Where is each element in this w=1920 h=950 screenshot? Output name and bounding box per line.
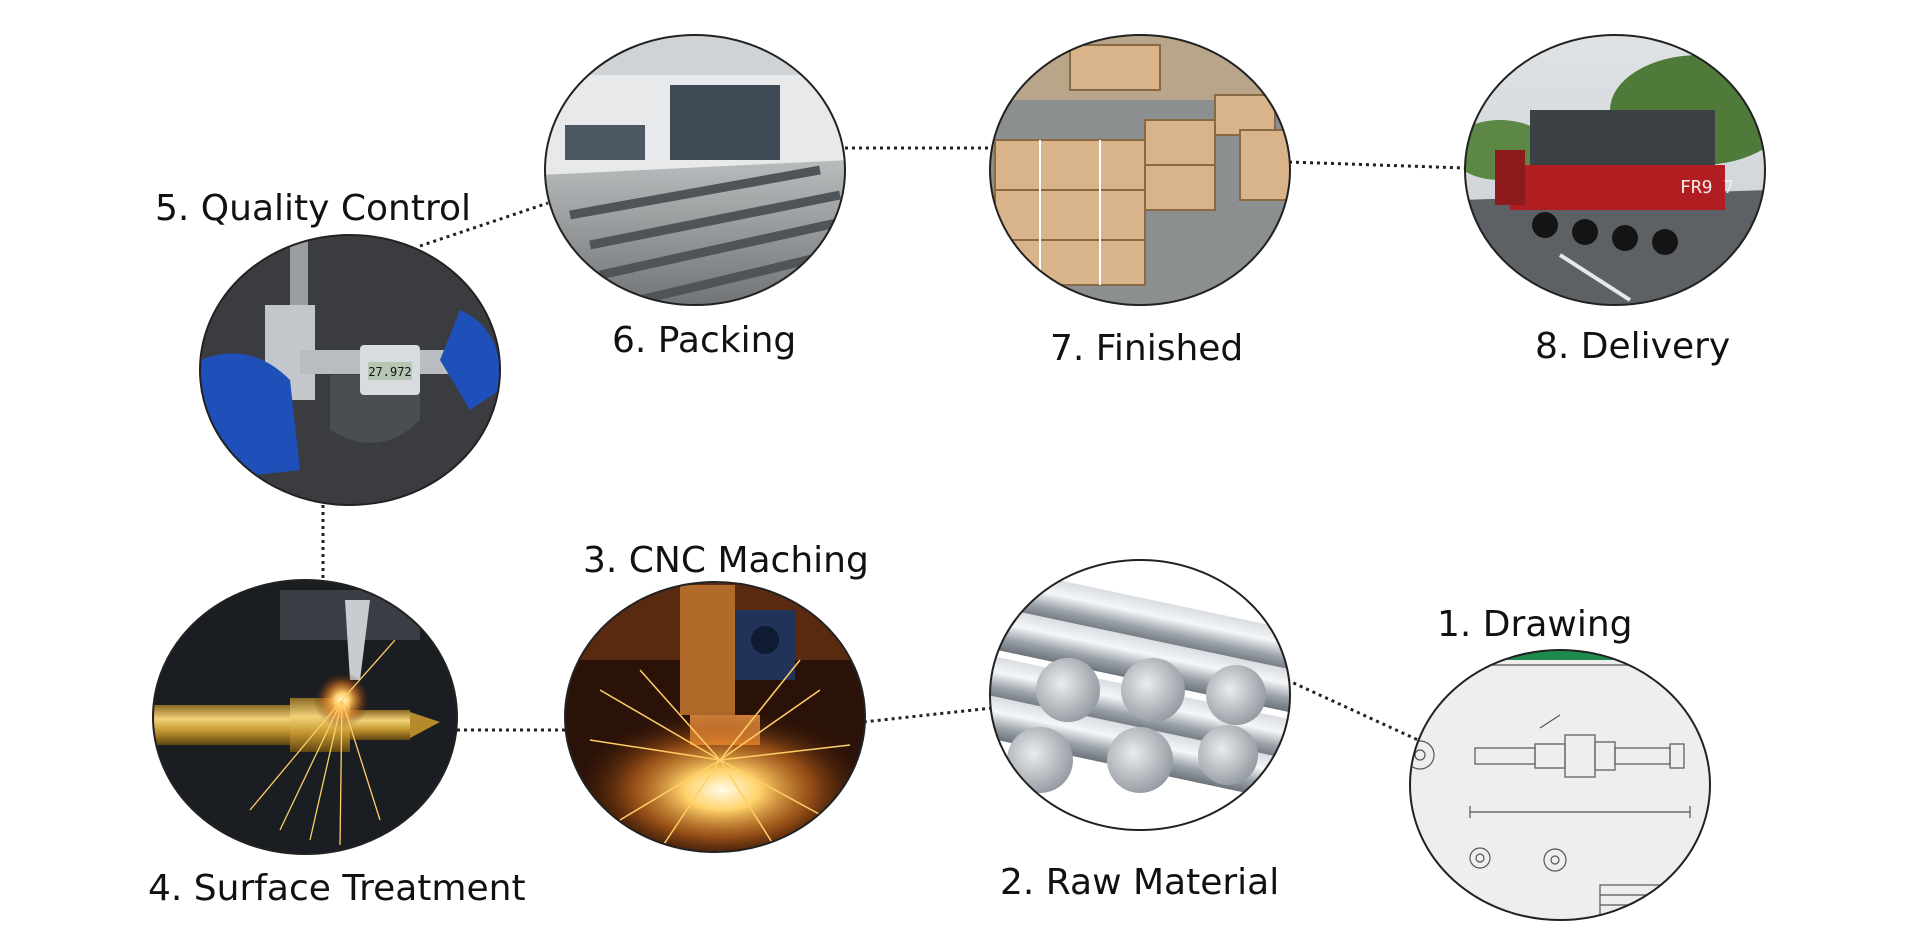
step-drawing [1409, 649, 1711, 921]
micrometer-measurement-photo: 27.972 [200, 235, 500, 505]
truck-delivery-photo: FR9 7 [1465, 35, 1765, 305]
label-surface-treatment: 4. Surface Treatment [148, 868, 526, 909]
connector-2-3 [862, 706, 993, 724]
step-raw-material [989, 559, 1291, 831]
wooden-crates-photo [990, 35, 1290, 305]
label-quality-control: 5. Quality Control [155, 188, 472, 229]
step-packing [544, 34, 846, 306]
brass-shaft-sparks-photo [153, 580, 457, 854]
truck-plate: FR9 7 [1680, 177, 1734, 198]
connector-7-8 [1288, 160, 1466, 170]
micrometer-readout: 27.972 [368, 365, 411, 379]
step-surface-treatment [152, 579, 458, 855]
steel-rods-photo [990, 560, 1290, 830]
connectors [321, 146, 1466, 742]
warehouse-rods-photo [545, 35, 845, 305]
label-packing: 6. Packing [612, 320, 797, 361]
label-raw-material: 2. Raw Material [1000, 862, 1280, 903]
step-cnc-machining [564, 581, 866, 853]
label-cnc-machining: 3. CNC Maching [583, 540, 869, 581]
step-finished [989, 34, 1291, 306]
connector-1-2 [1286, 678, 1419, 742]
step-quality-control: 27.972 [199, 234, 501, 506]
connector-5-6 [419, 201, 549, 248]
label-finished: 7. Finished [1050, 328, 1244, 369]
step-delivery: FR9 7 [1464, 34, 1766, 306]
label-drawing: 1. Drawing [1437, 604, 1633, 645]
label-delivery: 8. Delivery [1535, 326, 1731, 367]
technical-drawing-photo [1410, 650, 1710, 920]
